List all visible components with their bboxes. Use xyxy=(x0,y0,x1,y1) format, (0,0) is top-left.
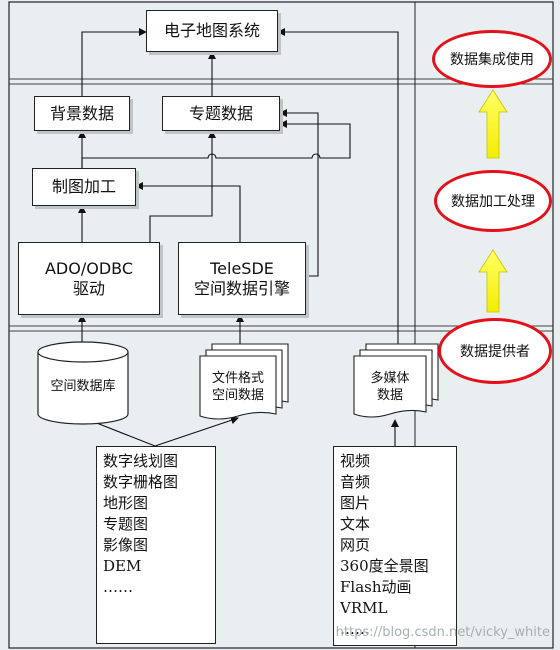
watermark: https://blog.csdn.net/vicky_white xyxy=(335,625,550,640)
list-item: 专题图 xyxy=(103,515,149,533)
list-item: 文本 xyxy=(340,515,371,533)
list-item: 360度全景图 xyxy=(340,557,429,575)
list-item: 音频 xyxy=(340,473,371,491)
background-data-label: 背景数据 xyxy=(49,103,114,123)
system-title: 电子地图系统 xyxy=(163,21,260,40)
list-item: 地形图 xyxy=(103,494,149,512)
thematic-data-label: 专题数据 xyxy=(188,103,253,123)
raster-vector-source-list: 数字线划图数字栅格图地形图专题图影像图 DEM …… xyxy=(96,446,216,644)
list-item: VRML xyxy=(340,599,388,617)
integration-label: 数据集成使用 xyxy=(450,52,534,68)
ado-odbc-label: ADO/ODBC xyxy=(44,258,134,278)
thematic-data-box: 专题数据 xyxy=(162,96,280,131)
list-item: 网页 xyxy=(340,536,371,554)
file-format-line2: 空间数据 xyxy=(211,388,264,403)
telesde-box: TeleSDE 空间数据引擎 xyxy=(178,242,306,315)
list-item: …… xyxy=(340,620,370,638)
spatial-db-cylinder xyxy=(37,341,129,425)
multimedia-line2: 数据 xyxy=(376,388,403,403)
list-item: DEM xyxy=(103,557,142,575)
edge-ado-to-thematic xyxy=(149,130,216,242)
list-item: 视频 xyxy=(340,452,371,470)
processing-label: 数据加工处理 xyxy=(451,194,535,210)
list-item: 图片 xyxy=(340,494,371,512)
outer-frame xyxy=(8,1,554,649)
multimedia-source-list: 视频音频图片文本网页 360度全景图 Flash动画 VRML …… xyxy=(333,446,457,646)
list-item: Flash动画 xyxy=(340,578,412,596)
edge-telesde-to-cartography xyxy=(135,182,241,242)
multimedia-line1: 多媒体 xyxy=(370,371,410,386)
layer-label-provider: 数据提供者 xyxy=(438,318,552,384)
provider-label: 数据提供者 xyxy=(460,344,530,360)
file-format-line1: 文件格式 xyxy=(211,371,264,386)
spatial-db-label: 空间数据库 xyxy=(50,379,116,394)
list-item: …… xyxy=(103,578,133,596)
file-format-docs xyxy=(199,343,289,420)
layer-label-integration: 数据集成使用 xyxy=(432,30,552,88)
system-title-box: 电子地图系统 xyxy=(146,10,278,52)
list-item: 数字线划图 xyxy=(103,452,179,470)
driver-label: 驱动 xyxy=(72,278,105,298)
edge-background-to-system xyxy=(81,28,147,96)
background-data-box: 背景数据 xyxy=(34,96,130,131)
multimedia-label: 多媒体 数据 xyxy=(354,370,426,404)
cartography-box: 制图加工 xyxy=(32,168,136,206)
edge-telesde-to-thematic xyxy=(279,109,319,277)
multimedia-docs xyxy=(353,343,439,418)
list-item: 数字栅格图 xyxy=(103,473,179,491)
cartography-label: 制图加工 xyxy=(51,177,116,196)
layer-label-processing: 数据加工处理 xyxy=(434,170,552,232)
edge-list-to-file xyxy=(154,416,239,447)
list-item: 影像图 xyxy=(103,536,149,554)
up-arrow-bottom xyxy=(478,249,508,313)
edge-multimedia-to-system xyxy=(277,28,399,348)
ado-odbc-box: ADO/ODBC 驱动 xyxy=(18,242,160,315)
telesde-label: TeleSDE xyxy=(210,258,274,278)
spatial-engine-label: 空间数据引擎 xyxy=(193,278,290,298)
edge-cartography-to-thematic xyxy=(81,120,351,168)
file-format-label: 文件格式 空间数据 xyxy=(200,370,276,404)
up-arrow-top xyxy=(478,89,508,159)
